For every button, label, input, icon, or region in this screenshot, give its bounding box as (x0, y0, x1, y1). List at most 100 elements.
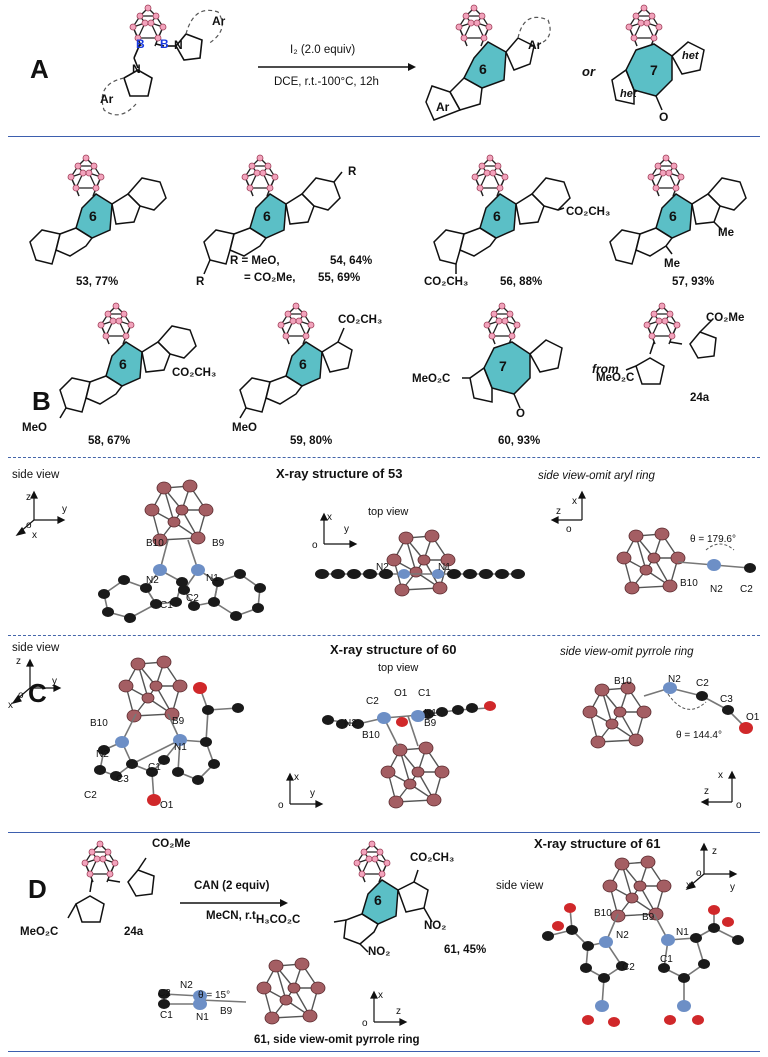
theta-label: θ = 15° (198, 990, 231, 1001)
structure-54-55 (203, 154, 343, 275)
atom-label-b9: B9 (424, 718, 437, 729)
ester-label: MeO₂C (20, 926, 59, 938)
structure-56 (433, 154, 571, 274)
compound-label-61: 61, 45% (444, 944, 487, 956)
axes-icon (370, 990, 408, 1026)
ring-size-label: 6 (299, 356, 307, 372)
xray-53-side-omit (616, 527, 756, 595)
axis-x-label: x (572, 496, 577, 507)
xray-title-60: X-ray structure of 60 (330, 642, 457, 657)
axes-icon (286, 772, 324, 808)
divider-a (8, 136, 760, 137)
ring-size-label: 6 (479, 61, 487, 77)
from-label: from (592, 362, 619, 376)
compound-label-54: 54, 64% (330, 255, 373, 267)
aryl-label: Ar (436, 100, 450, 114)
atom-label-c1: C1 (160, 1010, 173, 1021)
ester-label: CO₂CH₃ (172, 367, 217, 379)
divider-d (8, 832, 760, 833)
atom-label-c2: C2 (366, 696, 379, 707)
axis-x-label: x (294, 772, 299, 783)
axis-o-label: o (696, 868, 702, 879)
atom-label-c1: C1 (148, 762, 161, 773)
ester-label: MeO₂C (412, 373, 451, 385)
panel-a-product-6-ring (425, 4, 551, 121)
nitrogen-label: N (132, 62, 141, 76)
atom-label-n1: N1 (424, 708, 437, 719)
axis-x-label: x (378, 990, 383, 1001)
atom-label-c2: C2 (84, 790, 97, 801)
atom-label-c1: C1 (418, 688, 431, 699)
axis-y-label: y (310, 788, 315, 799)
atom-label-c2: C2 (186, 593, 199, 604)
oxygen-label: O (516, 408, 525, 420)
axis-x-label: x (327, 512, 332, 523)
axis-z-label: z (26, 492, 31, 503)
atom-label-n1: N1 (206, 573, 219, 584)
axis-x-label: x (8, 700, 13, 711)
axis-y-label: y (62, 504, 67, 515)
divider-bottom (8, 1051, 760, 1052)
side-view-label: side view (12, 469, 60, 481)
xray-60-side (94, 655, 244, 806)
compound-label-56: 56, 88% (500, 276, 543, 288)
axis-o-label: o (26, 520, 32, 531)
r-definition: R = MeO, (230, 255, 280, 267)
xray-61-side-omit (158, 957, 326, 1025)
ester-label: MeO₂C (596, 372, 635, 384)
side-view-label: side view (496, 880, 544, 892)
atom-label-o1: O1 (746, 712, 760, 723)
aryl-label: Ar (528, 38, 542, 52)
axis-o-label: o (736, 800, 742, 811)
axis-y-label: y (730, 882, 735, 893)
atom-label-b9: B9 (220, 1006, 233, 1017)
panel-a-reactant-structure (101, 4, 223, 116)
divider-c (8, 635, 760, 636)
axes-icon (11, 658, 62, 704)
atom-label-c3: C3 (720, 694, 733, 705)
compound-label-24a: 24a (690, 392, 710, 404)
compound-label-55: 55, 69% (318, 272, 361, 284)
het-label: het (620, 88, 637, 100)
top-view-label: top view (368, 506, 409, 518)
r-group-label: R (348, 166, 357, 178)
section-label-a: A (30, 54, 49, 84)
ring-size-label: 6 (119, 356, 127, 372)
atom-label-n1: N1 (174, 742, 187, 753)
xray-61-side (542, 855, 744, 1027)
het-label: het (682, 50, 699, 62)
atom-label-c2: C2 (158, 988, 171, 999)
ester-label: CO₂Me (706, 312, 745, 324)
atom-label-o1: O1 (160, 800, 174, 811)
compound-label-58: 58, 67% (88, 435, 131, 447)
aryl-label: Ar (212, 14, 226, 28)
reaction-conditions-a: DCE, r.t.-100°C, 12h (274, 76, 379, 88)
panel-d-product-61 (333, 840, 433, 953)
atom-label-b9: B9 (642, 912, 655, 923)
atom-label-c2: C2 (696, 678, 709, 689)
atom-label-b9: B9 (172, 716, 185, 727)
atom-label-n2: N2 (180, 980, 193, 991)
axis-x-label: x (686, 880, 691, 891)
reaction-reagent-d: CAN (2 equiv) (194, 880, 270, 892)
panel-d-reactant-24a (67, 840, 155, 923)
nitro-label: NO₂ (424, 920, 447, 932)
ester-label: CO₂CH₃ (338, 314, 383, 326)
section-label-b: B (32, 386, 51, 416)
oxygen-label: O (659, 110, 669, 124)
nitrogen-label: N (174, 38, 183, 52)
atom-label-n1: N1 (676, 927, 689, 938)
structure-60 (462, 302, 563, 409)
axes-icon (700, 770, 736, 806)
caption-61: 61, side view-omit pyrrole ring (254, 1034, 420, 1046)
xray-53-side (98, 479, 266, 623)
top-view-label: top view (378, 662, 419, 674)
atom-label-c2: C2 (740, 584, 753, 595)
atom-label-n2: N2 (146, 575, 159, 586)
reaction-reagent-a: I₂ (2.0 equiv) (290, 44, 356, 56)
theta-label: θ = 144.4° (676, 730, 722, 741)
methoxy-label: MeO (232, 422, 257, 434)
axes-icon (320, 512, 358, 548)
xray-53-top (315, 529, 525, 597)
axes-icon (15, 490, 66, 536)
